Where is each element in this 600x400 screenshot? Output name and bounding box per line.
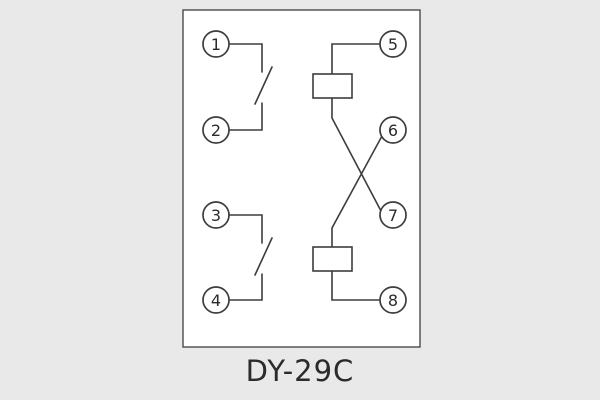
terminal-1-circle-icon bbox=[202, 30, 230, 58]
switch-blade-1-2 bbox=[254, 66, 273, 105]
coil-bottom bbox=[312, 246, 353, 272]
terminal-8-label: 8 bbox=[388, 291, 398, 310]
coil-circuit bbox=[312, 43, 383, 301]
terminal-1: 1 bbox=[202, 30, 230, 58]
terminal-6-circle-icon bbox=[379, 116, 407, 144]
terminal-7: 7 bbox=[379, 201, 407, 229]
terminal-3-circle-icon bbox=[202, 201, 230, 229]
terminal-6-label: 6 bbox=[388, 121, 398, 140]
lead-from-terminal-4 bbox=[228, 273, 263, 301]
terminal-2-label: 2 bbox=[211, 121, 221, 140]
switch-contact-3-4 bbox=[228, 214, 273, 301]
terminal-8-circle-icon bbox=[379, 286, 407, 314]
model-title: DY-29C bbox=[246, 354, 355, 388]
terminal-1-label: 1 bbox=[211, 35, 221, 54]
lead-coil-bottom-to-terminal-8 bbox=[331, 270, 381, 301]
terminal-3: 3 bbox=[202, 201, 230, 229]
lead-from-terminal-1 bbox=[228, 43, 263, 73]
terminal-7-circle-icon bbox=[379, 201, 407, 229]
terminal-5-circle-icon bbox=[379, 30, 407, 58]
lead-coil-top-to-terminal-7 bbox=[331, 97, 382, 212]
coil-top bbox=[312, 73, 353, 99]
terminal-4: 4 bbox=[202, 286, 230, 314]
terminal-3-label: 3 bbox=[211, 206, 221, 225]
lead-from-terminal-3 bbox=[228, 214, 263, 244]
switch-blade-3-4 bbox=[254, 237, 273, 276]
terminal-5-label: 5 bbox=[388, 35, 398, 54]
terminal-8: 8 bbox=[379, 286, 407, 314]
terminal-6: 6 bbox=[379, 116, 407, 144]
lead-terminal-6-to-coil-bottom bbox=[331, 135, 383, 248]
terminal-4-circle-icon bbox=[202, 286, 230, 314]
lead-from-terminal-5 bbox=[331, 43, 381, 75]
terminal-7-label: 7 bbox=[388, 206, 398, 225]
terminal-5: 5 bbox=[379, 30, 407, 58]
lead-from-terminal-2 bbox=[228, 102, 263, 131]
terminal-2-circle-icon bbox=[202, 116, 230, 144]
terminal-2: 2 bbox=[202, 116, 230, 144]
terminal-4-label: 4 bbox=[211, 291, 221, 310]
switch-contact-1-2 bbox=[228, 43, 273, 131]
